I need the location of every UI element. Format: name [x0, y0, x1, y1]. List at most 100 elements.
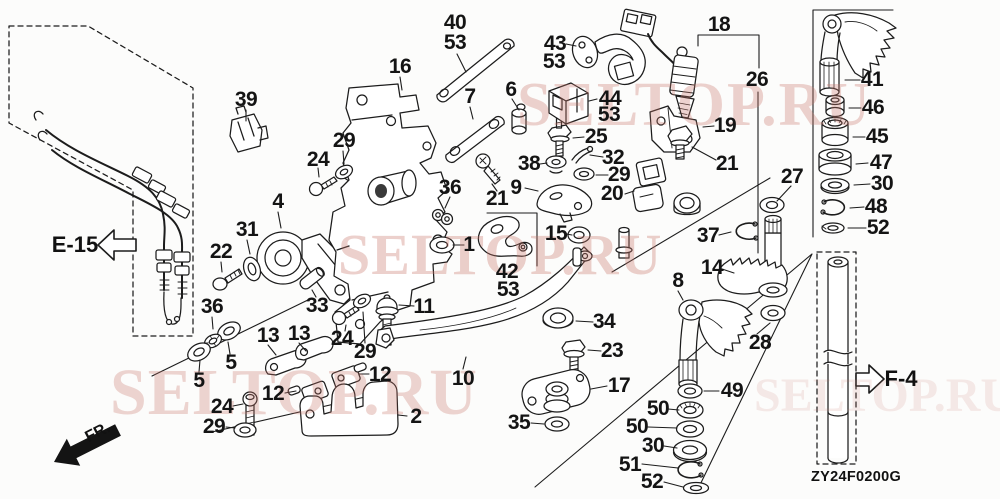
part-label-43: 43 [543, 32, 567, 55]
part-label-24: 24 [330, 327, 354, 350]
washer-30-right [820, 177, 850, 195]
part-label-44: 44 [598, 87, 622, 110]
bearing-45 [821, 116, 849, 147]
circlip-51 [677, 461, 704, 479]
washer-29-right [573, 167, 595, 181]
part-label-23: 23 [600, 339, 624, 362]
part-label-9: 9 [510, 176, 522, 199]
part-label-37: 37 [696, 224, 720, 247]
part-label-26: 26 [745, 68, 769, 91]
sensor-26 [669, 46, 699, 119]
part-label-51: 51 [618, 453, 642, 476]
bolt-23 [561, 339, 586, 372]
washer-29-bottom [233, 422, 257, 438]
part-label-12: 12 [368, 363, 392, 386]
stud-pin [615, 226, 633, 259]
ring-27 [759, 196, 785, 214]
washer-5-left [187, 342, 211, 362]
cable-dashed-box [8, 25, 194, 337]
part-label-6: 6 [505, 78, 517, 101]
part-label-49: 49 [720, 379, 744, 402]
washer-38 [545, 155, 567, 174]
part-label-53: 53 [443, 31, 467, 54]
part-label-36: 36 [438, 176, 462, 199]
part-label-5: 5 [193, 369, 205, 392]
reference-e15: E-15 [51, 232, 99, 257]
part-label-15: 15 [544, 222, 568, 245]
bearing-50-upper [676, 401, 704, 419]
part-label-36: 36 [200, 295, 224, 318]
part-label-52: 52 [866, 216, 890, 239]
part-label-14: 14 [700, 256, 724, 279]
e15-arrow-icon [97, 229, 137, 261]
reference-f4: F-4 [884, 366, 918, 391]
plate-42-53 [477, 215, 533, 257]
part-label-53: 53 [597, 103, 621, 126]
part-label-22: 22 [209, 240, 233, 263]
plate-17 [521, 369, 591, 415]
part-label-40: 40 [443, 11, 467, 34]
part-label-45: 45 [865, 125, 889, 148]
part-label-17: 17 [607, 374, 631, 397]
bolt-24-middle [331, 305, 360, 326]
e-ring-52-bottom [682, 481, 710, 495]
ring-35 [544, 416, 570, 432]
part-label-24: 24 [210, 395, 234, 418]
dashed-reference-boxes [8, 25, 857, 465]
part-label-52: 52 [640, 470, 664, 493]
pin-33 [299, 266, 325, 290]
part-label-16: 16 [388, 55, 412, 78]
part-label-8: 8 [672, 269, 684, 292]
part-label-21: 21 [715, 152, 739, 175]
vertical-shaft [823, 256, 853, 464]
shaft-dashed-box [816, 251, 857, 465]
part-label-4: 4 [272, 190, 284, 213]
bolt-21-right [667, 125, 693, 160]
part-label-50: 50 [625, 415, 649, 438]
e-ring-52-right [821, 222, 845, 234]
collar-6 [511, 103, 527, 135]
part-label-30: 30 [870, 172, 894, 195]
plate-9 [536, 184, 593, 223]
part-label-7: 7 [464, 85, 476, 108]
part-label-38: 38 [517, 152, 541, 175]
part-label-29: 29 [202, 415, 226, 438]
throttle-drum-assembly [212, 231, 357, 305]
part-label-5: 5 [225, 351, 237, 374]
part-label-11: 11 [413, 295, 435, 318]
part-label-30: 30 [641, 434, 665, 457]
part-label-27: 27 [780, 165, 804, 188]
part-label-31: 31 [235, 218, 259, 241]
washer-1 [429, 236, 455, 254]
part-label-19: 19 [713, 114, 737, 137]
washer-49 [677, 383, 703, 399]
part-label-18: 18 [707, 13, 731, 36]
clip-37 [735, 221, 759, 241]
grommet-34 [542, 307, 574, 329]
part-label-29: 29 [332, 129, 356, 152]
part-label-10: 10 [451, 367, 475, 390]
shaft-gear-14 [717, 214, 788, 298]
part-label-46: 46 [861, 96, 885, 119]
part-label-13: 13 [256, 324, 280, 347]
rubber-mount-20 [632, 157, 667, 213]
part-label-32: 32 [601, 146, 625, 169]
part-label-50: 50 [646, 397, 670, 420]
gear-41 [819, 12, 897, 97]
part-label-24: 24 [306, 148, 330, 171]
washer-29-top [334, 164, 354, 180]
bushing-46 [825, 94, 845, 118]
cotter-pin-32 [571, 145, 594, 164]
screw-21-middle [475, 153, 501, 185]
part-label-53: 53 [496, 278, 520, 301]
clip-36-top [431, 208, 454, 226]
part-label-29: 29 [607, 163, 631, 186]
bolt-22 [212, 268, 243, 291]
part-label-20: 20 [600, 182, 624, 205]
washer-28 [760, 304, 786, 322]
bolt-25 [547, 124, 572, 157]
stay-40-53 [436, 38, 515, 103]
clamp-44-53 [548, 82, 589, 125]
